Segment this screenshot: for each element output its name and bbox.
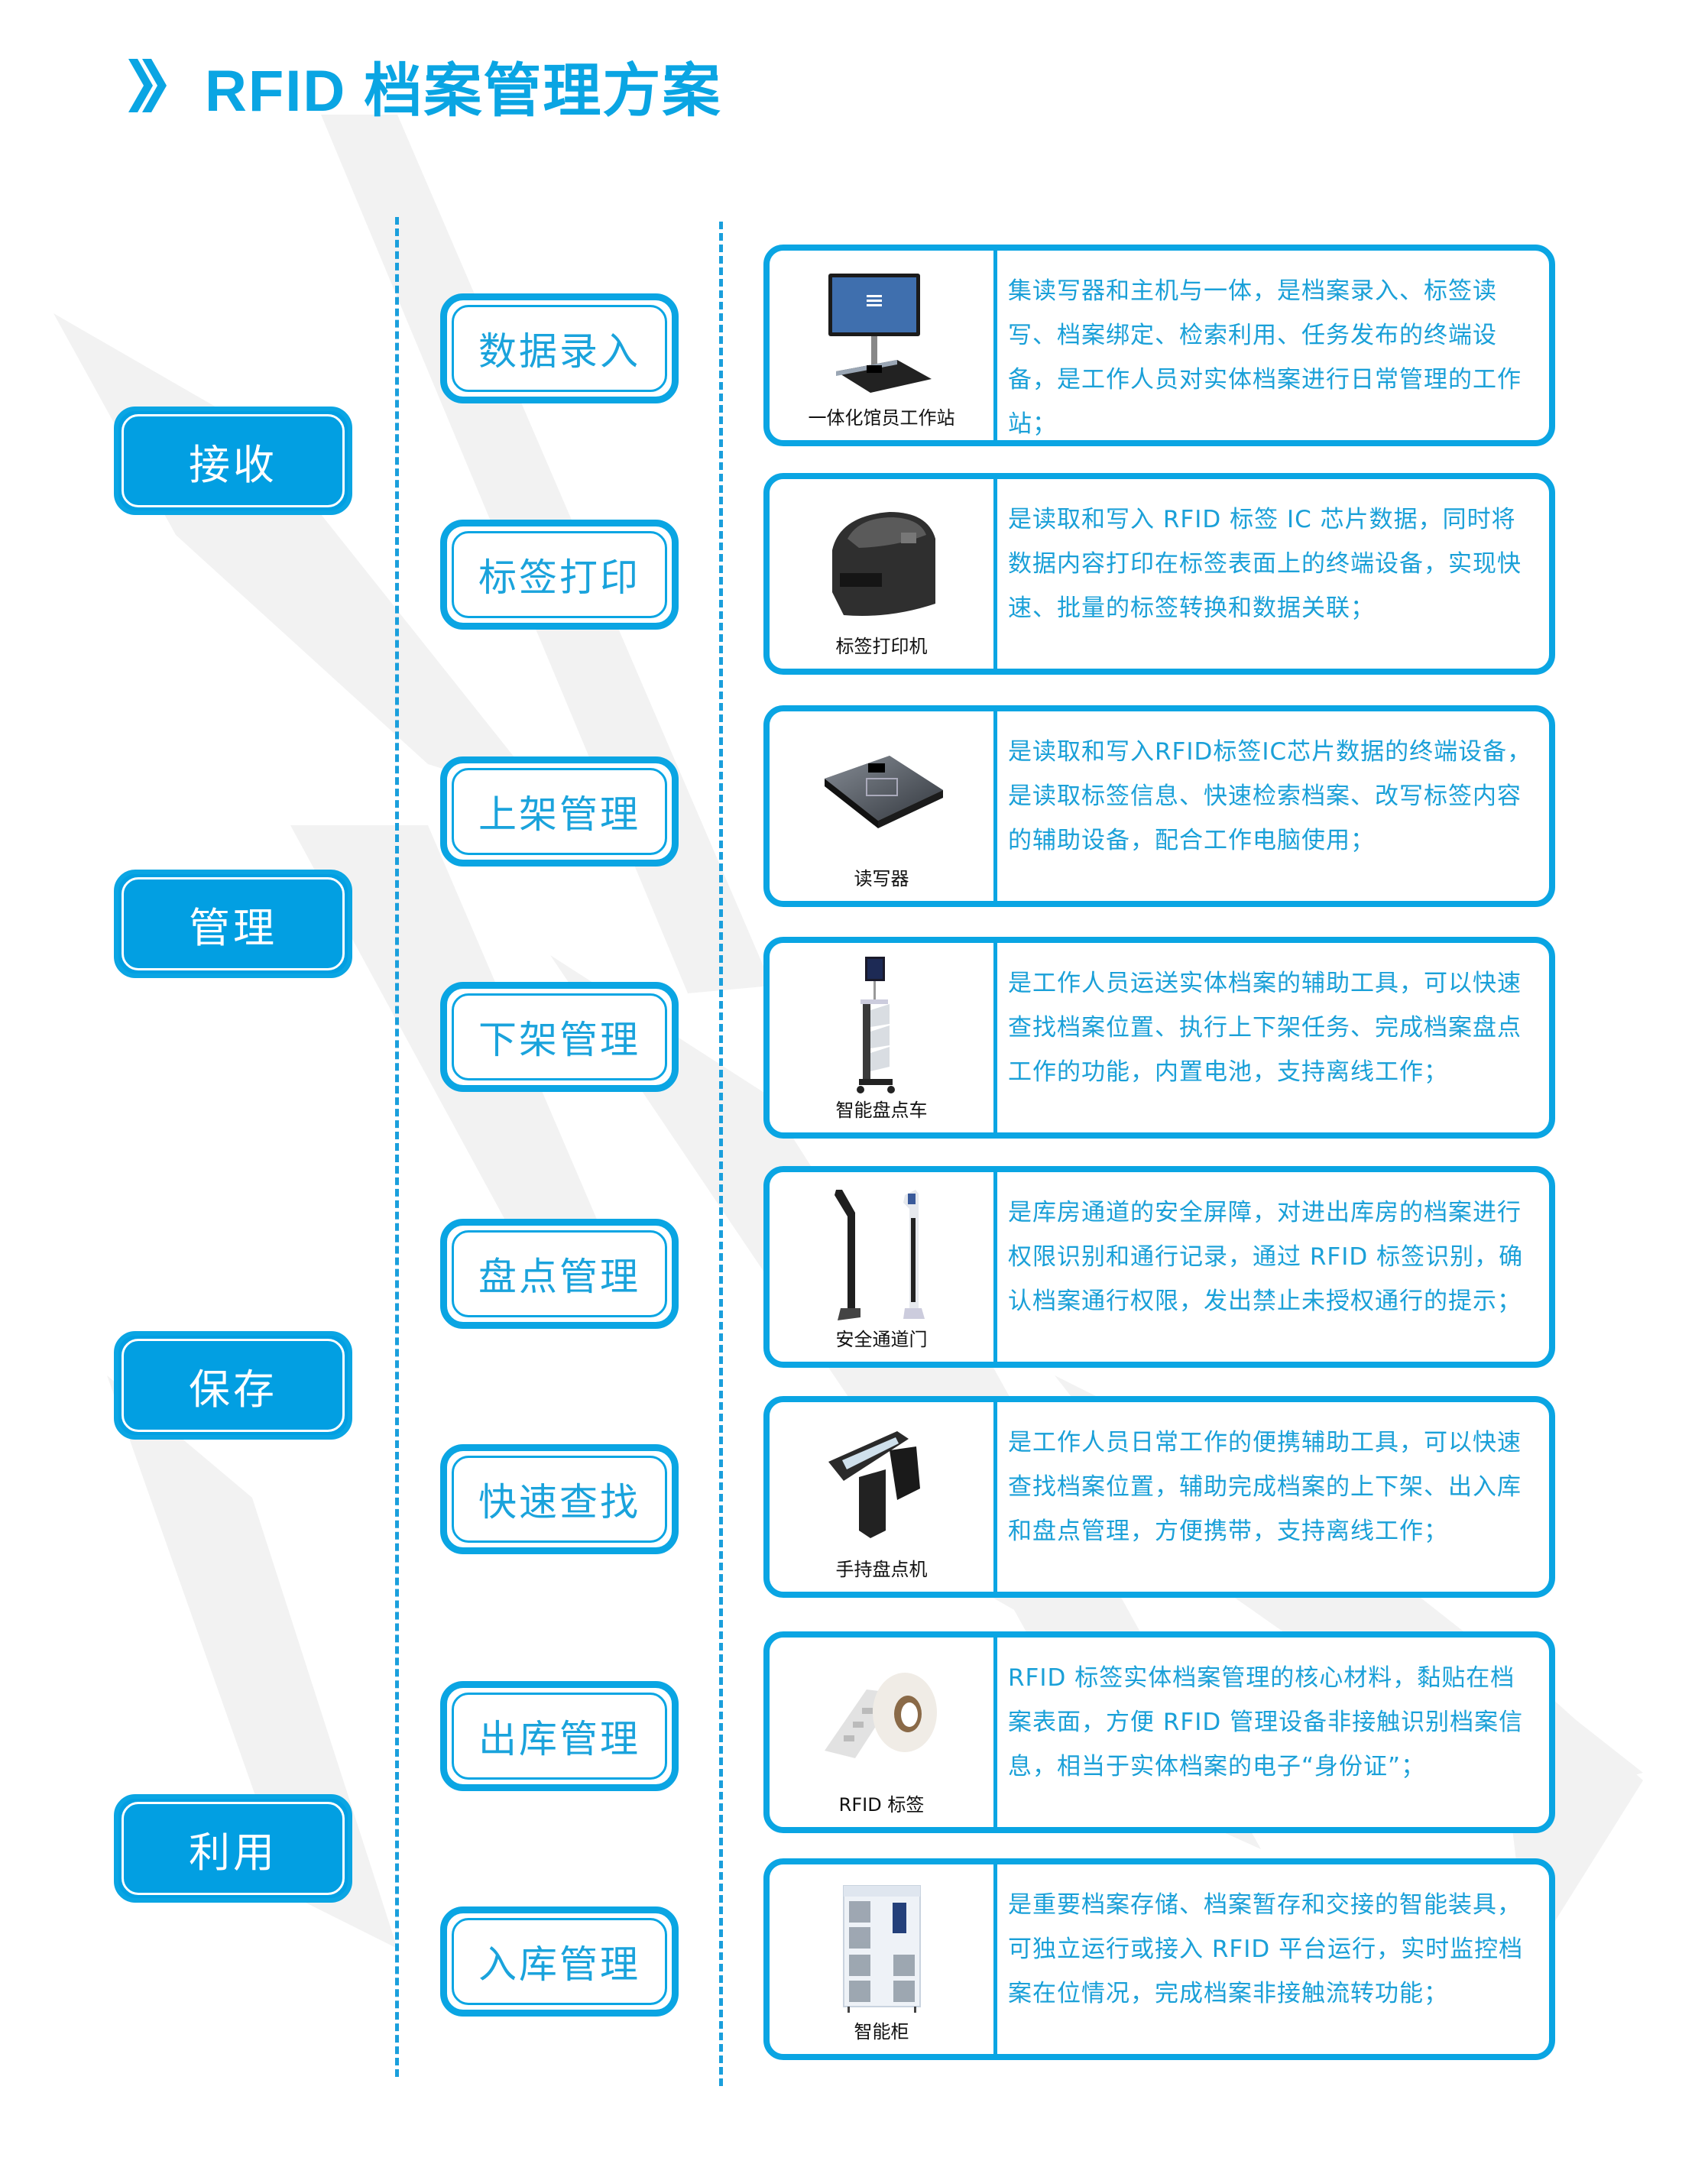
- step-shelving[interactable]: 上架管理: [440, 756, 679, 867]
- step-quick-search[interactable]: 快速查找: [440, 1444, 679, 1554]
- stage-manage[interactable]: 管理: [114, 870, 352, 978]
- stage-store[interactable]: 保存: [114, 1331, 352, 1440]
- device-card-smart-cabinet: 智能柜 是重要档案存储、档案暂存和交接的智能装具，可独立运行或接入 RFID 平…: [763, 1858, 1555, 2060]
- handheld-scanner-icon: [828, 1431, 920, 1538]
- stage-label: 管理: [189, 903, 277, 952]
- device-card-rfid-tag: RFID 标签 RFID 标签实体档案管理的核心材料，黏贴在档案表面，方便 RF…: [763, 1631, 1555, 1833]
- device-image-cell: 智能盘点车: [770, 943, 997, 1132]
- device-card-reader: 读写器 是读取和写入RFID标签IC芯片数据的终端设备，是读取标签信息、快速检索…: [763, 705, 1555, 907]
- device-caption: 标签打印机: [835, 636, 928, 657]
- step-inbound[interactable]: 入库管理: [440, 1906, 679, 2017]
- step-label: 数据录入: [478, 329, 640, 374]
- device-description: 是读取和写入 RFID 标签 IC 芯片数据，同时将数据内容打印在标签表面上的终…: [1008, 506, 1522, 622]
- inventory-cart-icon: [856, 957, 895, 1093]
- page-title: RFID 档案管理方案: [127, 47, 721, 124]
- step-label: 标签打印: [478, 556, 640, 600]
- device-image-cell: 读写器: [770, 711, 997, 901]
- step-inventory[interactable]: 盘点管理: [440, 1219, 679, 1329]
- step-label-printing[interactable]: 标签打印: [440, 520, 679, 630]
- device-description: 是工作人员运送实体档案的辅助工具，可以快速查找档案位置、执行上下架任务、完成档案…: [1008, 970, 1522, 1086]
- device-caption: 智能盘点车: [835, 1100, 928, 1121]
- stage-label: 接收: [189, 440, 277, 489]
- rfid-tag-roll-icon: [824, 1673, 937, 1758]
- double-chevron-right-icon: [128, 59, 167, 112]
- title-text: RFID 档案管理方案: [205, 59, 722, 124]
- step-label: 出库管理: [478, 1717, 640, 1761]
- dashed-separator-right: [719, 222, 723, 2086]
- device-description: 是库房通道的安全屏障，对进出库房的档案进行权限识别和通行记录，通过 RFID 标…: [1008, 1199, 1524, 1315]
- device-image-cell: 标签打印机: [770, 479, 997, 669]
- security-gate-icon: [834, 1190, 925, 1320]
- device-description: 是工作人员日常工作的便携辅助工具，可以快速查找档案位置，辅助完成档案的上下架、出…: [1008, 1429, 1522, 1545]
- step-unshelving[interactable]: 下架管理: [440, 982, 679, 1092]
- step-data-entry[interactable]: 数据录入: [440, 293, 679, 403]
- device-card-inventory-cart: 智能盘点车 是工作人员运送实体档案的辅助工具，可以快速查找档案位置、执行上下架任…: [763, 937, 1555, 1139]
- device-card-security-gate: 安全通道门 是库房通道的安全屏障，对进出库房的档案进行权限识别和通行记录，通过 …: [763, 1166, 1555, 1368]
- device-image-cell: 安全通道门: [770, 1172, 997, 1362]
- device-caption: 一体化馆员工作站: [808, 407, 955, 429]
- device-description: RFID 标签实体档案管理的核心材料，黏贴在档案表面，方便 RFID 管理设备非…: [1008, 1664, 1524, 1780]
- device-caption: 智能柜: [854, 2021, 909, 2043]
- stage-label: 利用: [189, 1828, 277, 1877]
- device-card-label-printer: 标签打印机 是读取和写入 RFID 标签 IC 芯片数据，同时将数据内容打印在标…: [763, 473, 1555, 675]
- device-caption: RFID 标签: [838, 1794, 925, 1816]
- device-image-cell: 手持盘点机: [770, 1402, 997, 1592]
- device-card-workstation: 一体化馆员工作站 集读写器和主机与一体，是档案录入、标签读写、档案绑定、检索利用…: [763, 245, 1555, 446]
- step-label: 上架管理: [478, 792, 640, 837]
- smart-cabinet-icon: [842, 1885, 921, 2013]
- device-caption: 手持盘点机: [835, 1559, 928, 1580]
- step-label: 盘点管理: [478, 1255, 640, 1299]
- stage-utilize[interactable]: 利用: [114, 1794, 352, 1903]
- device-description: 是重要档案存储、档案暂存和交接的智能装具，可独立运行或接入 RFID 平台运行，…: [1008, 1891, 1524, 2007]
- step-label: 入库管理: [478, 1942, 640, 1987]
- device-image-cell: 一体化馆员工作站: [770, 251, 997, 440]
- workstation-icon: [828, 274, 932, 393]
- device-card-handheld: 手持盘点机 是工作人员日常工作的便携辅助工具，可以快速查找档案位置，辅助完成档案…: [763, 1396, 1555, 1598]
- stage-label: 保存: [189, 1365, 277, 1414]
- step-label: 下架管理: [478, 1018, 640, 1062]
- step-label: 快速查找: [478, 1480, 640, 1524]
- step-outbound[interactable]: 出库管理: [440, 1681, 679, 1791]
- device-image-cell: RFID 标签: [770, 1638, 997, 1827]
- device-description: 集读写器和主机与一体，是档案录入、标签读写、档案绑定、检索利用、任务发布的终端设…: [1008, 277, 1522, 438]
- device-image-cell: 智能柜: [770, 1864, 997, 2054]
- device-caption: 安全通道门: [835, 1329, 928, 1350]
- stage-receive[interactable]: 接收: [114, 407, 352, 515]
- device-caption: 读写器: [854, 868, 909, 889]
- device-description: 是读取和写入RFID标签IC芯片数据的终端设备，是读取标签信息、快速检索档案、改…: [1008, 738, 1532, 854]
- rfid-reader-icon: [824, 756, 943, 828]
- label-printer-icon: [831, 512, 935, 616]
- dashed-separator-left: [395, 217, 399, 2077]
